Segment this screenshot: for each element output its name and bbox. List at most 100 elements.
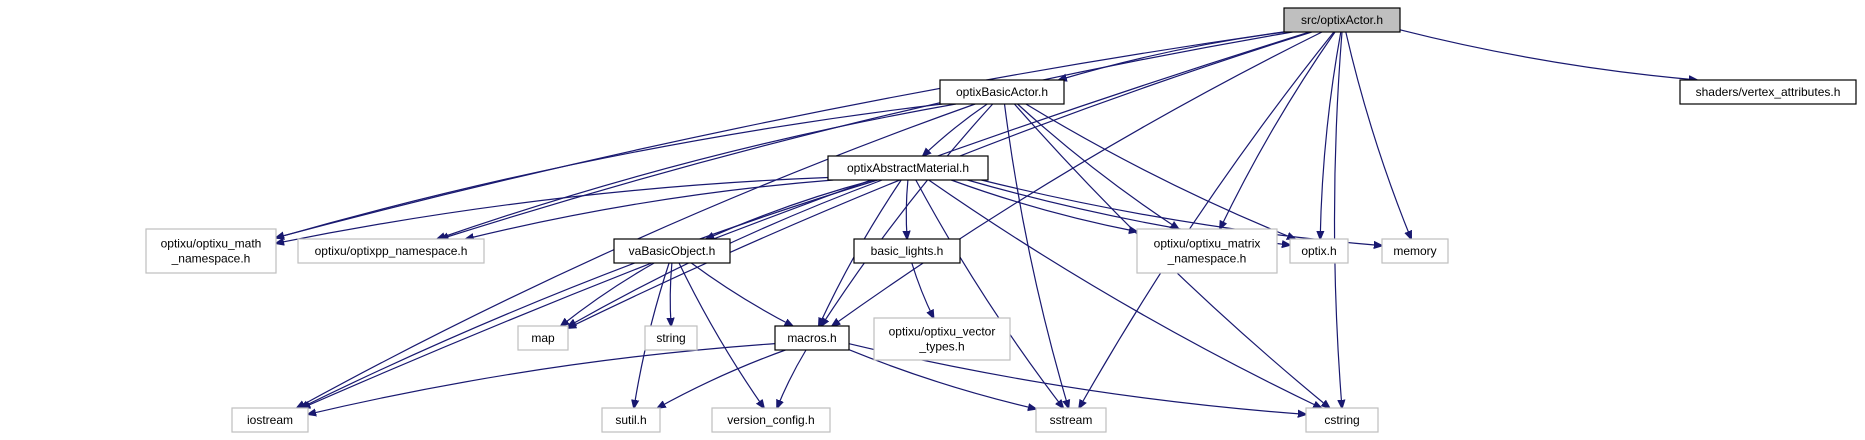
node-label-optixBasicActor-0: optixBasicActor.h <box>956 85 1048 99</box>
edge-vaBasicObject-to-versionConfig <box>678 262 764 408</box>
node-box-optixH <box>1289 238 1349 264</box>
node-map: map <box>517 325 569 351</box>
node-memory: memory <box>1381 238 1449 264</box>
edge-optixActor-to-optixH <box>1320 31 1342 239</box>
node-versionConfig: version_config.h <box>711 407 831 433</box>
node-box-versionConfig <box>711 407 831 433</box>
node-box-iostream <box>231 407 309 433</box>
edge-optixAbstractMaterial-to-sstream <box>915 179 1063 408</box>
node-label-optixH-0: optix.h <box>1301 244 1336 258</box>
node-label-optixuVector-0: optixu/optixu_vector <box>889 325 996 339</box>
node-vaBasicObject[interactable]: vaBasicObject.h <box>613 238 731 264</box>
edge-optixActor-to-cstring <box>1333 31 1343 408</box>
edge-optixBasicActor-to-optixuMath <box>276 103 943 238</box>
node-string: string <box>644 325 698 351</box>
node-label-map-0: map <box>531 331 555 345</box>
node-box-optixAbstractMaterial <box>827 155 989 181</box>
edge-basicLights-to-optixuVector <box>911 262 934 318</box>
node-box-vertexAttributes <box>1679 79 1857 105</box>
edge-optixAbstractMaterial-to-optixuMath <box>276 176 829 244</box>
node-label-optixuMatrix-0: optixu/optixu_matrix <box>1154 237 1261 251</box>
node-label-memory-0: memory <box>1393 244 1436 258</box>
node-sutil: sutil.h <box>601 407 661 433</box>
node-optixActor[interactable]: src/optixActor.h <box>1283 7 1401 33</box>
edge-optixAbstractMaterial-to-iostream <box>300 179 878 408</box>
edge-optixBasicActor-to-optixppNamespace <box>437 103 957 239</box>
node-basicLights[interactable]: basic_lights.h <box>853 238 961 264</box>
edge-optixAbstractMaterial-to-vaBasicObject <box>706 179 875 239</box>
node-optixAbstractMaterial[interactable]: optixAbstractMaterial.h <box>827 155 989 181</box>
edge-optixActor-to-optixuMath <box>276 31 1285 238</box>
node-box-optixuMath <box>145 228 277 274</box>
node-label-sutil-0: sutil.h <box>615 413 646 427</box>
edge-optixBasicActor-to-optixuMatrix <box>1017 103 1179 229</box>
node-optixuMatrix: optixu/optixu_matrix_namespace.h <box>1136 228 1278 274</box>
node-sstream: sstream <box>1035 407 1107 433</box>
node-box-map <box>517 325 569 351</box>
edge-optixActor-to-macros <box>832 31 1323 326</box>
node-cstring: cstring <box>1305 407 1379 433</box>
node-optixuMath: optixu/optixu_math_namespace.h <box>145 228 277 274</box>
node-optixppNamespace: optixu/optixpp_namespace.h <box>297 238 485 264</box>
edge-optixAbstractMaterial-to-optixppNamespace <box>466 179 834 239</box>
node-box-memory <box>1381 238 1449 264</box>
node-optixH: optix.h <box>1289 238 1349 264</box>
edge-optixActor-to-memory <box>1345 31 1411 239</box>
edge-macros-to-sutil <box>658 349 786 408</box>
node-label-macros-0: macros.h <box>787 331 836 345</box>
node-box-optixppNamespace <box>297 238 485 264</box>
edge-optixActor-to-optixuMatrix <box>1220 31 1336 229</box>
edges-layer <box>276 29 1697 415</box>
nodes-layer: src/optixActor.h optixBasicActor.h shaders… <box>145 7 1857 433</box>
edge-optixAbstractMaterial-to-basicLights <box>906 179 908 239</box>
node-label-sstream-0: sstream <box>1050 413 1093 427</box>
node-label-optixuMath-1: _namespace.h <box>171 252 251 266</box>
edge-optixBasicActor-to-sstream <box>1003 103 1069 408</box>
edge-macros-to-iostream <box>308 343 776 415</box>
edge-optixAbstractMaterial-to-optixuMatrix <box>950 179 1137 232</box>
node-label-optixuVector-1: _types.h <box>918 340 964 354</box>
node-label-optixuMatrix-1: _namespace.h <box>1167 252 1247 266</box>
node-macros[interactable]: macros.h <box>774 325 850 351</box>
edge-vaBasicObject-to-map <box>561 262 655 326</box>
node-label-cstring-0: cstring <box>1324 413 1359 427</box>
node-label-optixActor-0: src/optixActor.h <box>1301 13 1383 27</box>
node-box-basicLights <box>853 238 961 264</box>
node-box-vaBasicObject <box>613 238 731 264</box>
edge-optixActor-to-iostream <box>302 31 1310 408</box>
edge-optixActor-to-vertexAttributes <box>1399 29 1697 80</box>
node-label-string-0: string <box>656 331 685 345</box>
node-box-optixuMatrix <box>1136 228 1278 274</box>
node-label-optixppNamespace-0: optixu/optixpp_namespace.h <box>315 244 468 258</box>
node-iostream: iostream <box>231 407 309 433</box>
node-label-vaBasicObject-0: vaBasicObject.h <box>629 244 716 258</box>
edge-vaBasicObject-to-macros <box>690 262 792 326</box>
node-box-optixActor <box>1283 7 1401 33</box>
node-vertexAttributes[interactable]: shaders/vertex_attributes.h <box>1679 79 1857 105</box>
node-label-versionConfig-0: version_config.h <box>727 413 814 427</box>
node-box-sutil <box>601 407 661 433</box>
edge-macros-to-sstream <box>848 349 1036 409</box>
node-box-optixBasicActor <box>939 79 1065 105</box>
node-label-optixuMath-0: optixu/optixu_math <box>161 237 262 251</box>
node-label-iostream-0: iostream <box>247 413 293 427</box>
edge-optixBasicActor-to-optixAbstractMaterial <box>923 103 988 156</box>
node-label-optixAbstractMaterial-0: optixAbstractMaterial.h <box>847 161 969 175</box>
node-optixBasicActor[interactable]: optixBasicActor.h <box>939 79 1065 105</box>
node-box-macros <box>774 325 850 351</box>
edge-optixActor-to-optixppNamespace <box>440 31 1293 239</box>
edge-vaBasicObject-to-string <box>670 262 672 326</box>
node-box-cstring <box>1305 407 1379 433</box>
edge-macros-to-versionConfig <box>777 349 807 408</box>
node-label-vertexAttributes-0: shaders/vertex_attributes.h <box>1696 85 1841 99</box>
edge-optixBasicActor-to-macros <box>821 103 994 326</box>
edge-optixActor-to-sstream <box>1079 31 1335 408</box>
node-box-optixuVector <box>873 317 1011 361</box>
node-box-sstream <box>1035 407 1107 433</box>
node-optixuVector: optixu/optixu_vector_types.h <box>873 317 1011 361</box>
edge-optixBasicActor-to-optixH <box>1025 103 1295 239</box>
node-box-string <box>644 325 698 351</box>
node-label-basicLights-0: basic_lights.h <box>871 244 944 258</box>
edge-optixAbstractMaterial-to-cstring <box>928 179 1322 408</box>
